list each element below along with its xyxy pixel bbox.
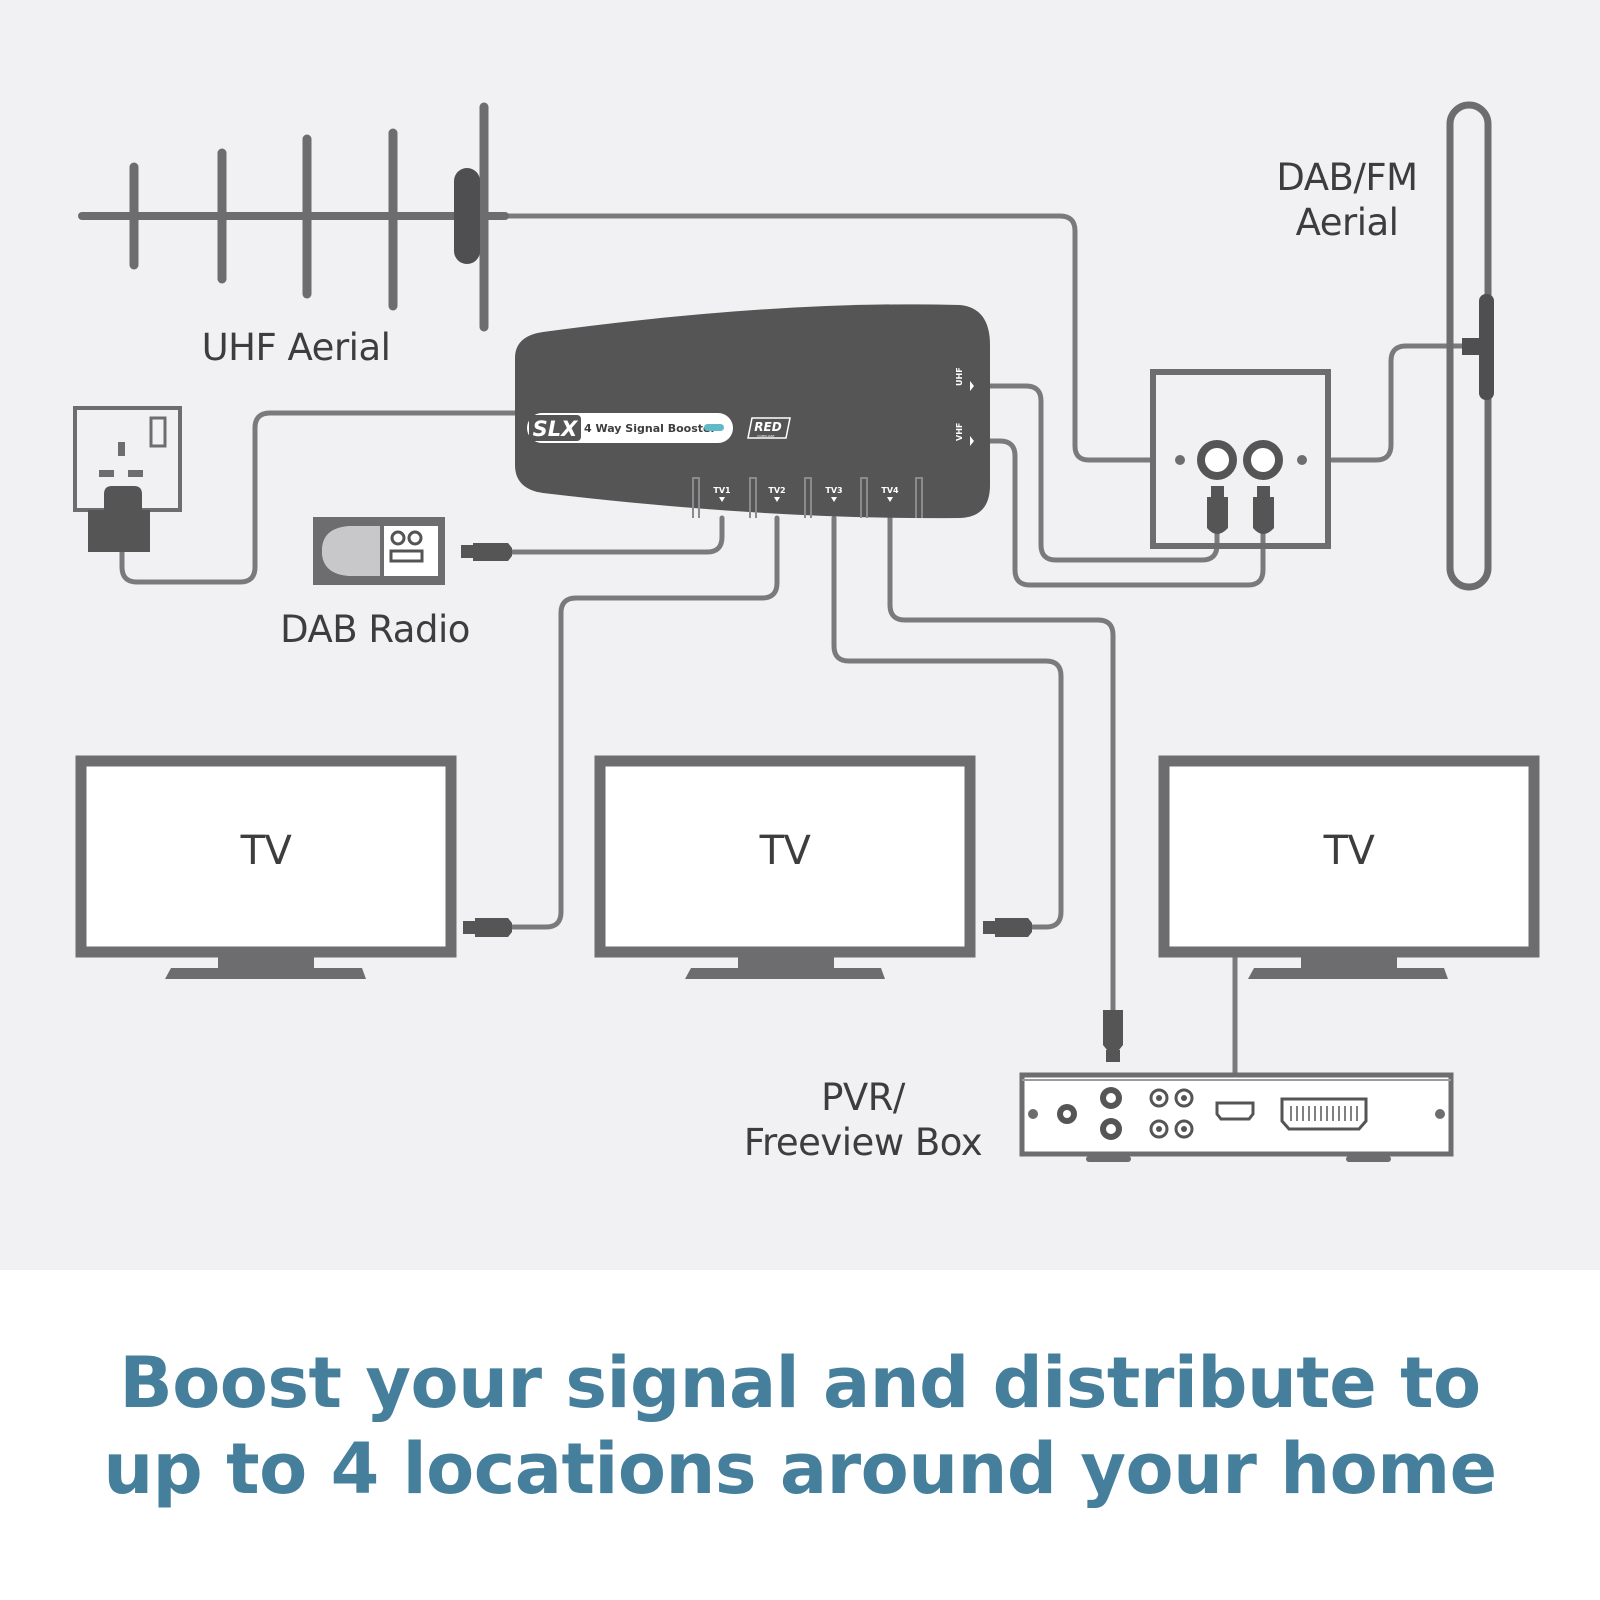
connection-diagram: SLX 4 Way Signal Booster RED COMPLIANT U…	[0, 0, 1600, 1270]
uhf-aerial-label: UHF Aerial	[201, 326, 391, 369]
tv-right	[1158, 755, 1540, 979]
booster-product-name: 4 Way Signal Booster	[584, 422, 716, 435]
uhf-aerial	[78, 102, 509, 332]
input-uhf-label: UHF	[955, 367, 964, 386]
tv-left	[75, 755, 512, 979]
cable-tv1	[507, 515, 725, 555]
dab-radio	[313, 517, 512, 585]
red-badge: RED	[754, 420, 781, 434]
cable-vhf-input	[987, 438, 1266, 588]
red-badge-sub: COMPLIANT	[757, 434, 775, 438]
cable-tv2	[507, 515, 780, 930]
dab-fm-aerial-label-line1: DAB/FM	[1276, 156, 1418, 199]
dab-fm-aerial-label: DAB/FM Aerial	[1242, 155, 1452, 245]
pvr-box	[1019, 1010, 1454, 1162]
pvr-label-line2: Freeview Box	[743, 1121, 983, 1164]
pvr-label: PVR/ Freeview Box	[740, 1075, 986, 1165]
caption-line1: Boost your signal and distribute to	[119, 1342, 1481, 1424]
dab-radio-label: DAB Radio	[280, 608, 470, 651]
pvr-label-line1: PVR/	[821, 1076, 905, 1119]
cable-tv4	[887, 515, 1116, 1013]
output-tv4-label: TV4	[881, 486, 899, 495]
cable-uhf-aerial-to-wallplate	[502, 213, 1153, 463]
tv-right-label: TV	[1323, 828, 1375, 874]
tv-left-label: TV	[240, 828, 292, 874]
mains-socket	[73, 406, 182, 552]
output-tv3-label: TV3	[825, 486, 842, 495]
cable-dab-aerial-to-wallplate	[1329, 343, 1471, 463]
dab-fm-aerial-label-line2: Aerial	[1295, 201, 1399, 244]
input-vhf-label: VHF	[955, 423, 964, 441]
output-tv2-label: TV2	[768, 486, 785, 495]
dab-fm-aerial	[1446, 101, 1494, 591]
signal-booster: SLX 4 Way Signal Booster RED COMPLIANT U…	[515, 304, 990, 519]
caption: Boost your signal and distribute to up t…	[0, 1340, 1600, 1512]
power-cable	[119, 410, 518, 585]
tv-middle	[594, 755, 1032, 979]
cable-uhf-input	[987, 383, 1220, 563]
cable-tv3	[831, 515, 1064, 930]
output-tv1-label: TV1	[713, 486, 731, 495]
diagram-svg: SLX 4 Way Signal Booster RED COMPLIANT U…	[73, 101, 1540, 1162]
booster-brand: SLX	[533, 417, 580, 441]
tv-middle-label: TV	[759, 828, 811, 874]
caption-line2: up to 4 locations around your home	[103, 1428, 1497, 1510]
wall-plate	[1150, 369, 1331, 549]
